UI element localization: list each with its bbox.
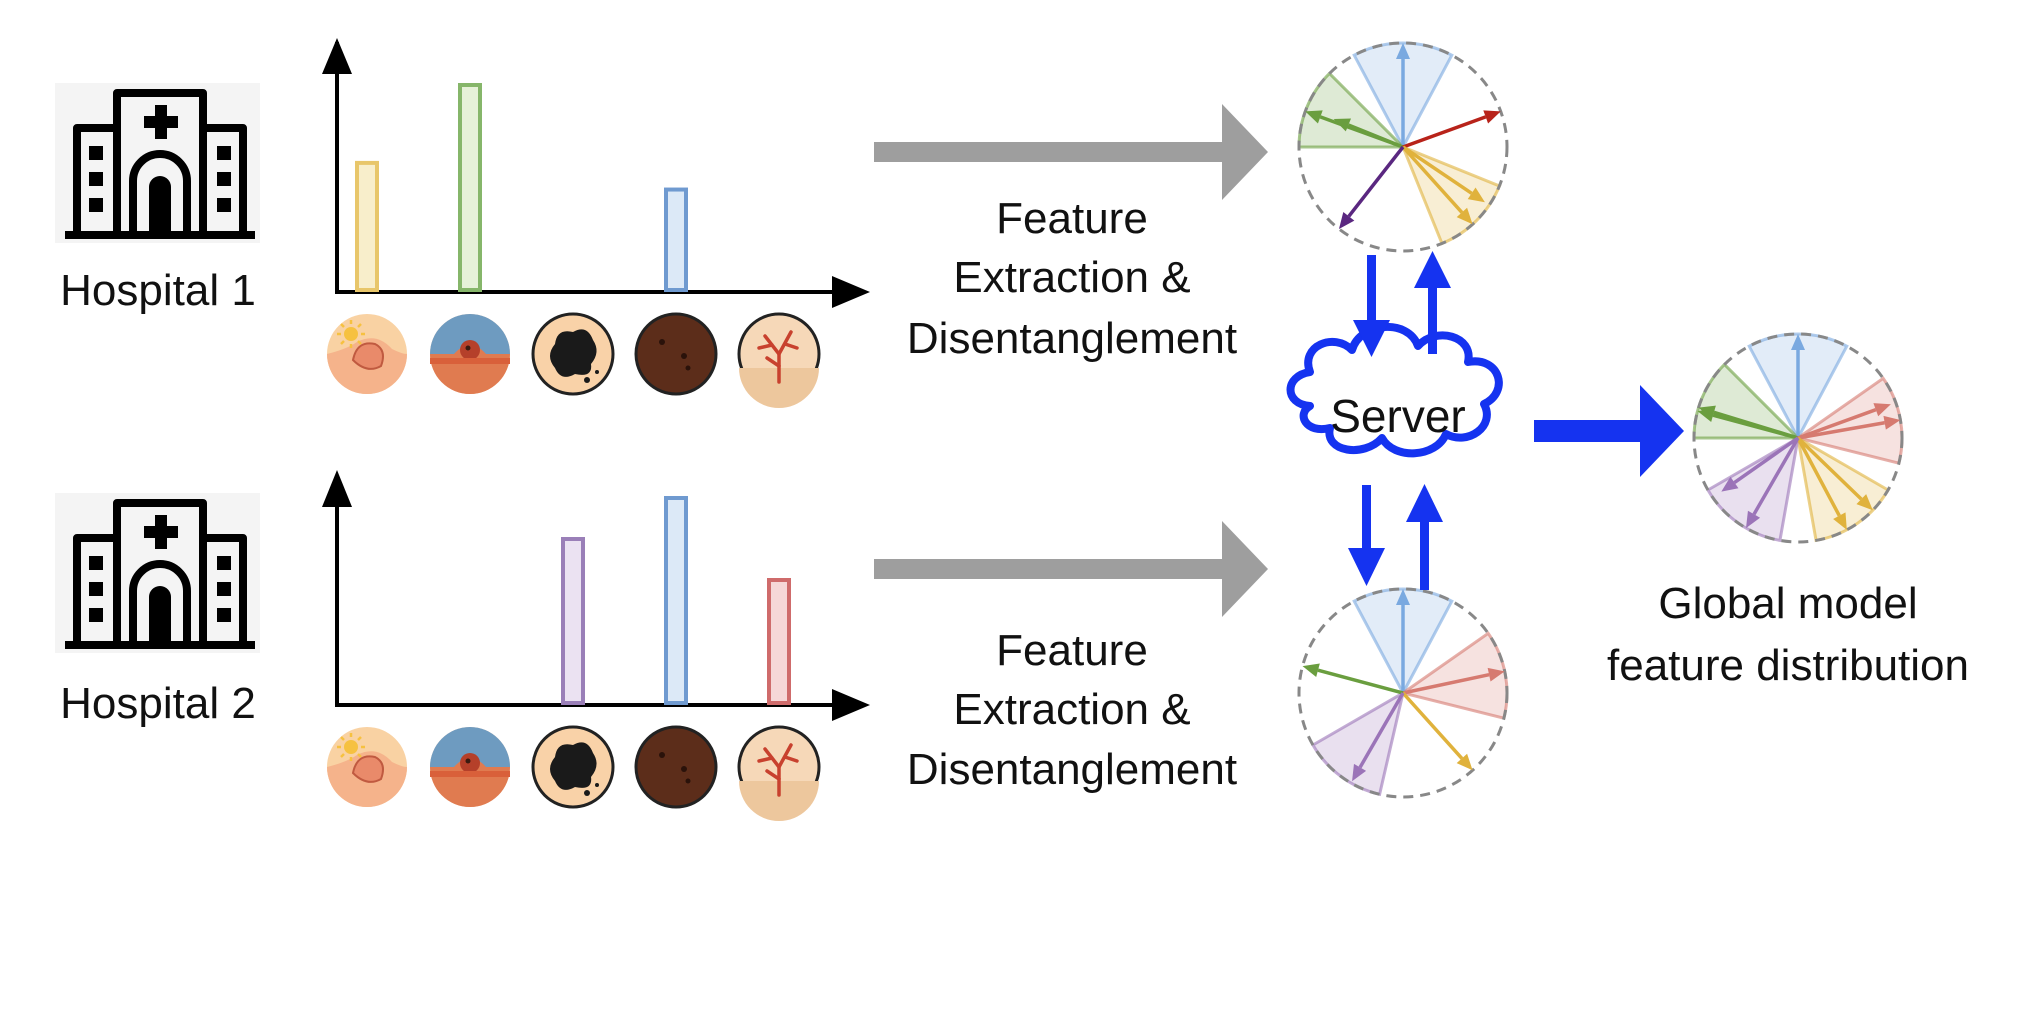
extraction-label-line-3: Disentanglement [907, 314, 1237, 363]
feature-vector-head [1305, 110, 1323, 124]
feature-vector [1796, 437, 1841, 517]
bar-dark-mole [664, 496, 688, 705]
hospital-1-label: Hospital 1 [60, 266, 256, 315]
x-axis-arrowhead [832, 689, 870, 721]
global-label-line-2: feature distribution [1607, 641, 1969, 690]
global-feature-circle [1692, 332, 1904, 544]
boundary-circle [1297, 587, 1509, 799]
feature-vector-head [1396, 589, 1410, 605]
feature-vector-head [1338, 212, 1355, 229]
feature-vector [1401, 145, 1464, 214]
bar-group [355, 83, 688, 292]
x-axis-arrowhead [832, 276, 870, 308]
irregular-mole-icon [531, 725, 615, 809]
global-label-line-1: Global model [1658, 579, 1917, 628]
category-icons-row [327, 312, 821, 408]
feature-vector [1733, 436, 1800, 484]
bar-irregular-mole [561, 537, 585, 705]
feature-vector [1358, 692, 1405, 769]
extraction-label-line-2: Extraction & [953, 253, 1190, 302]
feature-vector [1796, 436, 1863, 501]
y-axis-arrowhead [322, 470, 352, 507]
feature-vector [1347, 145, 1405, 218]
feature-vector [1402, 672, 1490, 695]
category-icons-row [327, 725, 821, 821]
feature-vector [1712, 413, 1799, 440]
feature-vector-head [1856, 494, 1873, 511]
vascular-icon [737, 312, 821, 408]
feature-vector [1797, 420, 1885, 440]
hospital-2-group: Hospital 2 [55, 470, 1268, 821]
feature-vector [1797, 408, 1877, 440]
feature-vector-head [1697, 408, 1715, 422]
boundary-circle [1297, 41, 1509, 253]
y-axis-arrowhead [322, 38, 352, 74]
feature-vector-head [1456, 207, 1473, 225]
hospital-1-group: Hospital 1 [55, 38, 1268, 408]
feature-vector-head [1302, 663, 1320, 677]
feature-vector [1402, 115, 1487, 149]
hospital-icon [55, 493, 260, 653]
lesion-icon [430, 727, 510, 807]
feature-vector-head [1467, 187, 1485, 203]
extraction-label-line-3: Disentanglement [907, 745, 1237, 794]
extraction-label-line-2: Extraction & [953, 685, 1190, 734]
sun-damage-icon [327, 727, 407, 807]
feature-vector [1402, 145, 1473, 195]
sun-damage-icon [327, 314, 407, 394]
bar-sun-damage [355, 160, 379, 292]
aggregation-arrow [1534, 385, 1684, 477]
feature-vector-head [1746, 510, 1761, 529]
feature-vector [1317, 668, 1404, 695]
bar-dark-mole [664, 187, 688, 292]
feature-vector-head [1483, 110, 1501, 124]
feature-vector-head [1883, 415, 1901, 430]
extraction-label-line-1: Feature [996, 194, 1148, 243]
hospital-2-label: Hospital 2 [60, 679, 256, 728]
process-arrow [874, 104, 1268, 200]
feature-sector [1705, 435, 1801, 543]
hospital-2-histogram [322, 470, 870, 721]
feature-vector-head [1396, 43, 1410, 59]
feature-vector-head [1833, 512, 1847, 530]
feature-vector [1347, 123, 1404, 149]
upload-download-arrows-bottom [1348, 484, 1443, 590]
bar-vascular [767, 578, 791, 705]
boundary-circle [1692, 332, 1904, 544]
feature-sector [1310, 689, 1406, 797]
dark-mole-icon [634, 312, 718, 396]
feature-vector-head [1333, 118, 1352, 132]
feature-vector-head [1352, 763, 1367, 782]
server-label: Server [1330, 390, 1465, 442]
hospital-1-histogram [322, 38, 870, 308]
dark-mole-icon [634, 725, 718, 809]
vascular-icon [737, 725, 821, 821]
hospital-1-feature-circle [1297, 41, 1509, 253]
feature-vector-head [1873, 403, 1891, 417]
feature-vector-head [1456, 753, 1473, 771]
feature-vector [1752, 437, 1800, 516]
extraction-label-line-1: Feature [996, 626, 1148, 675]
process-arrow [874, 521, 1268, 617]
feature-vector-head [1791, 334, 1805, 350]
feature-vector [1401, 691, 1464, 760]
upload-download-arrows-top [1353, 251, 1451, 357]
irregular-mole-icon [531, 312, 615, 396]
server-cloud [1286, 322, 1503, 458]
bar-group [561, 496, 791, 705]
feature-vector-head [1487, 667, 1505, 682]
bar-lesion [458, 83, 482, 292]
feature-vector-head [1721, 476, 1739, 492]
hospital-2-feature-circle [1297, 587, 1509, 799]
hospital-icon [55, 83, 260, 243]
lesion-icon [430, 314, 510, 394]
